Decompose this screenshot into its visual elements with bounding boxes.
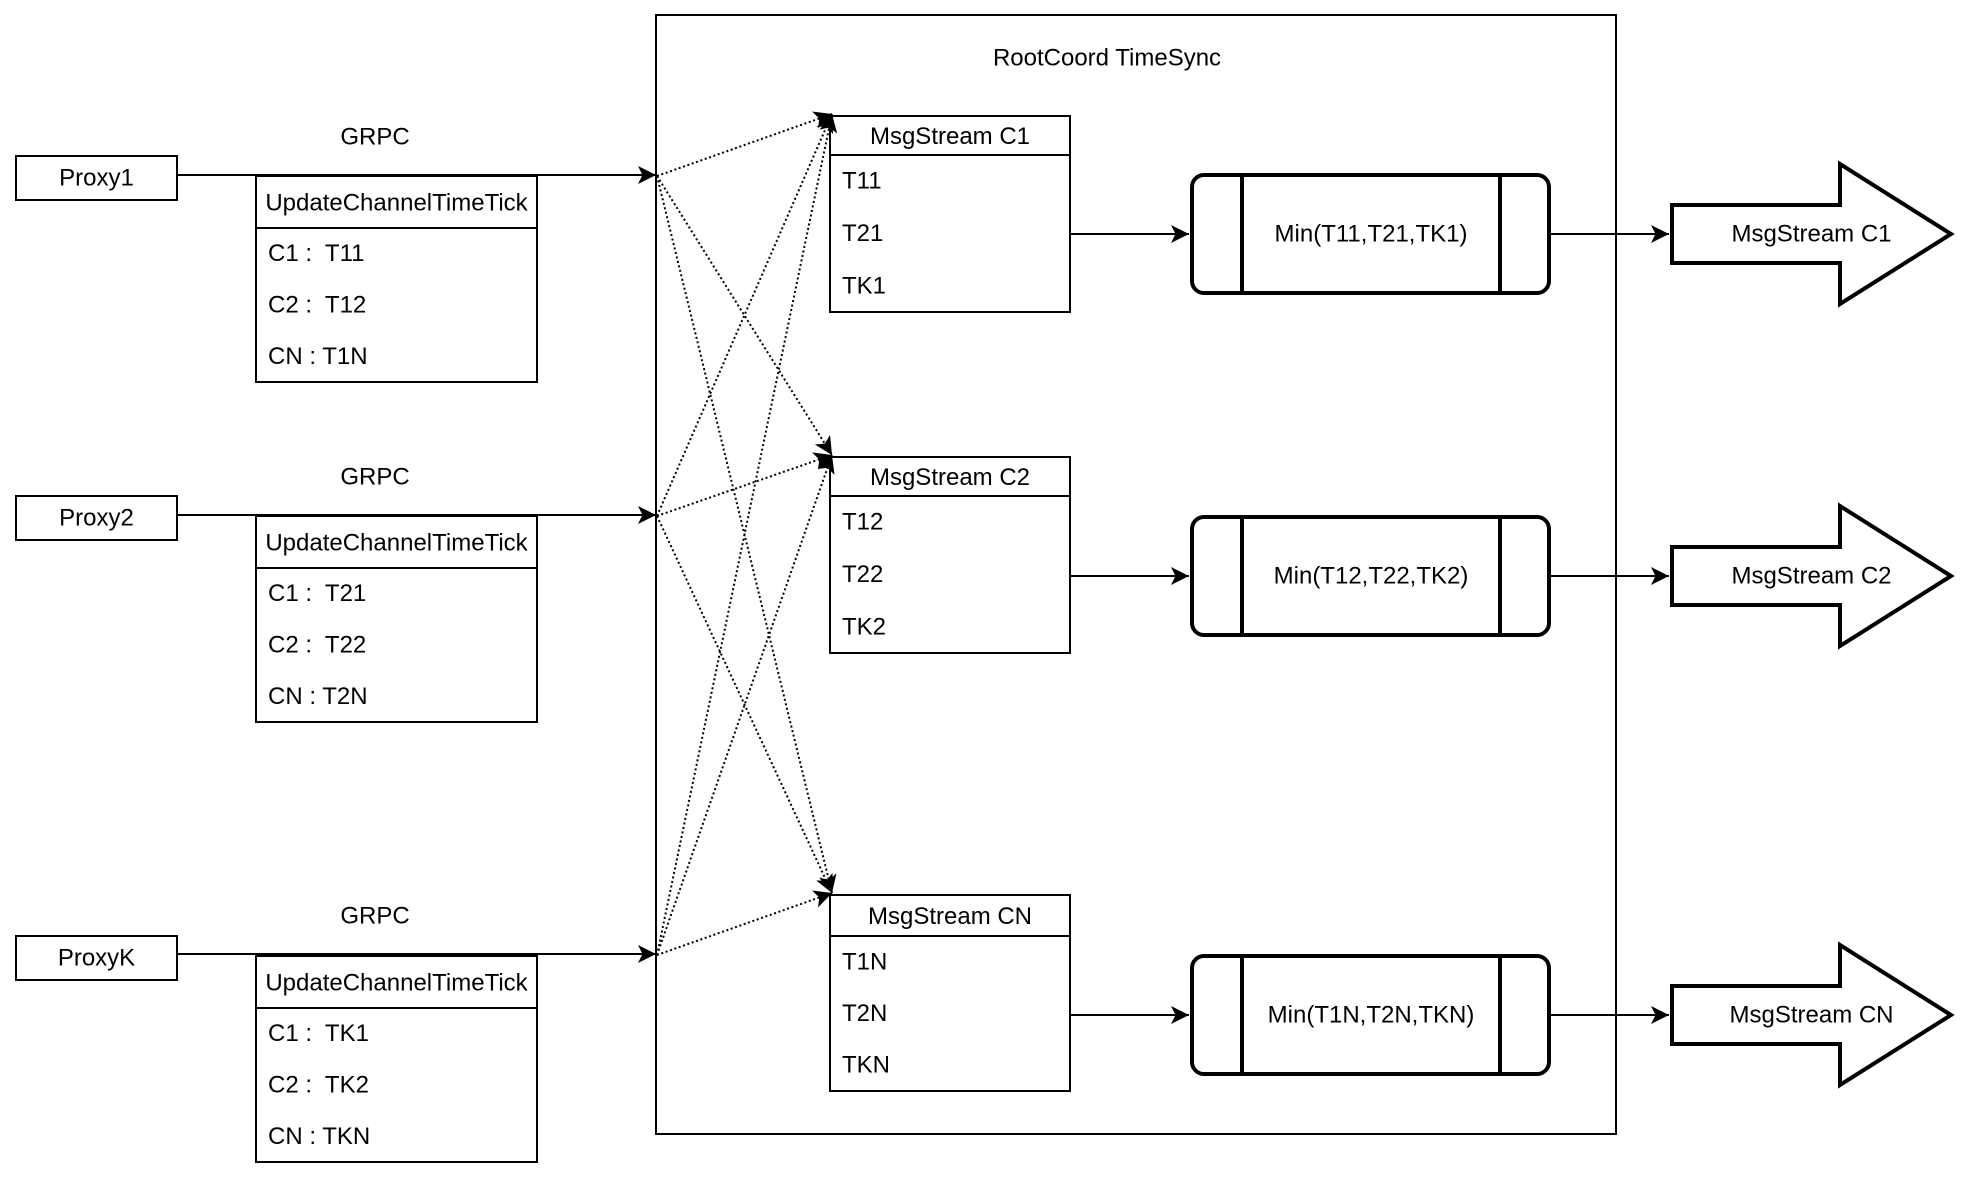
- svg-text:MsgStream CN: MsgStream CN: [1729, 1002, 1893, 1029]
- svg-text:ProxyK: ProxyK: [58, 945, 135, 972]
- svg-text:Proxy2: Proxy2: [59, 505, 134, 532]
- svg-text:T2N: T2N: [842, 1000, 887, 1027]
- svg-text:C1 : TK1: C1 : TK1: [268, 1020, 369, 1047]
- svg-text:CN : T1N: CN : T1N: [268, 343, 368, 370]
- svg-text:C1 : T11: C1 : T11: [268, 240, 365, 267]
- svg-text:C2 : T12: C2 : T12: [268, 292, 366, 319]
- svg-text:C1 : T21: C1 : T21: [268, 580, 366, 607]
- svg-text:Min(T11,T21,TK1): Min(T11,T21,TK1): [1275, 221, 1468, 248]
- svg-text:C2 : T22: C2 : T22: [268, 632, 366, 659]
- svg-text:GRPC: GRPC: [340, 124, 409, 151]
- svg-text:CN : TKN: CN : TKN: [268, 1123, 370, 1150]
- svg-text:T21: T21: [842, 220, 883, 247]
- svg-text:GRPC: GRPC: [340, 903, 409, 930]
- svg-text:C2 : TK2: C2 : TK2: [268, 1072, 369, 1099]
- svg-text:Min(T1N,T2N,TKN): Min(T1N,T2N,TKN): [1268, 1002, 1475, 1029]
- svg-text:GRPC: GRPC: [340, 464, 409, 491]
- svg-text:UpdateChannelTimeTick: UpdateChannelTimeTick: [265, 190, 528, 217]
- svg-text:MsgStream C2: MsgStream C2: [1731, 563, 1891, 590]
- svg-text:TK2: TK2: [842, 613, 886, 640]
- svg-text:TK1: TK1: [842, 272, 886, 299]
- svg-text:CN : T2N: CN : T2N: [268, 683, 368, 710]
- svg-text:RootCoord TimeSync: RootCoord TimeSync: [993, 45, 1221, 72]
- svg-text:UpdateChannelTimeTick: UpdateChannelTimeTick: [265, 530, 528, 557]
- svg-text:Proxy1: Proxy1: [59, 165, 134, 192]
- svg-text:T12: T12: [842, 509, 883, 536]
- svg-text:Min(T12,T22,TK2): Min(T12,T22,TK2): [1274, 563, 1469, 590]
- svg-text:UpdateChannelTimeTick: UpdateChannelTimeTick: [265, 970, 528, 997]
- svg-text:T11: T11: [842, 168, 882, 195]
- svg-text:T22: T22: [842, 561, 883, 588]
- svg-text:MsgStream C2: MsgStream C2: [870, 464, 1030, 491]
- svg-text:MsgStream C1: MsgStream C1: [1731, 221, 1891, 248]
- svg-text:T1N: T1N: [842, 948, 887, 975]
- svg-text:MsgStream CN: MsgStream CN: [868, 903, 1032, 930]
- svg-text:MsgStream C1: MsgStream C1: [870, 123, 1030, 150]
- svg-text:TKN: TKN: [842, 1052, 890, 1079]
